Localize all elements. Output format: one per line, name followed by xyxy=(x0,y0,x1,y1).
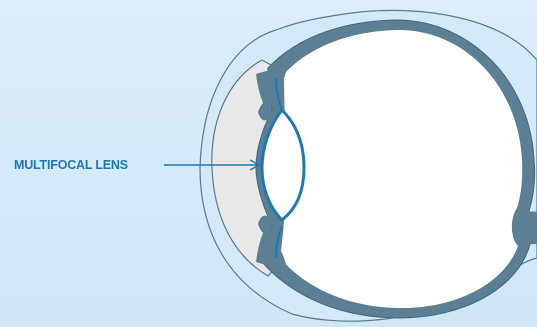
multifocal-lens-label: MULTIFOCAL LENS xyxy=(14,158,128,172)
vitreous-body xyxy=(280,30,522,308)
optic-nerve xyxy=(516,212,537,245)
